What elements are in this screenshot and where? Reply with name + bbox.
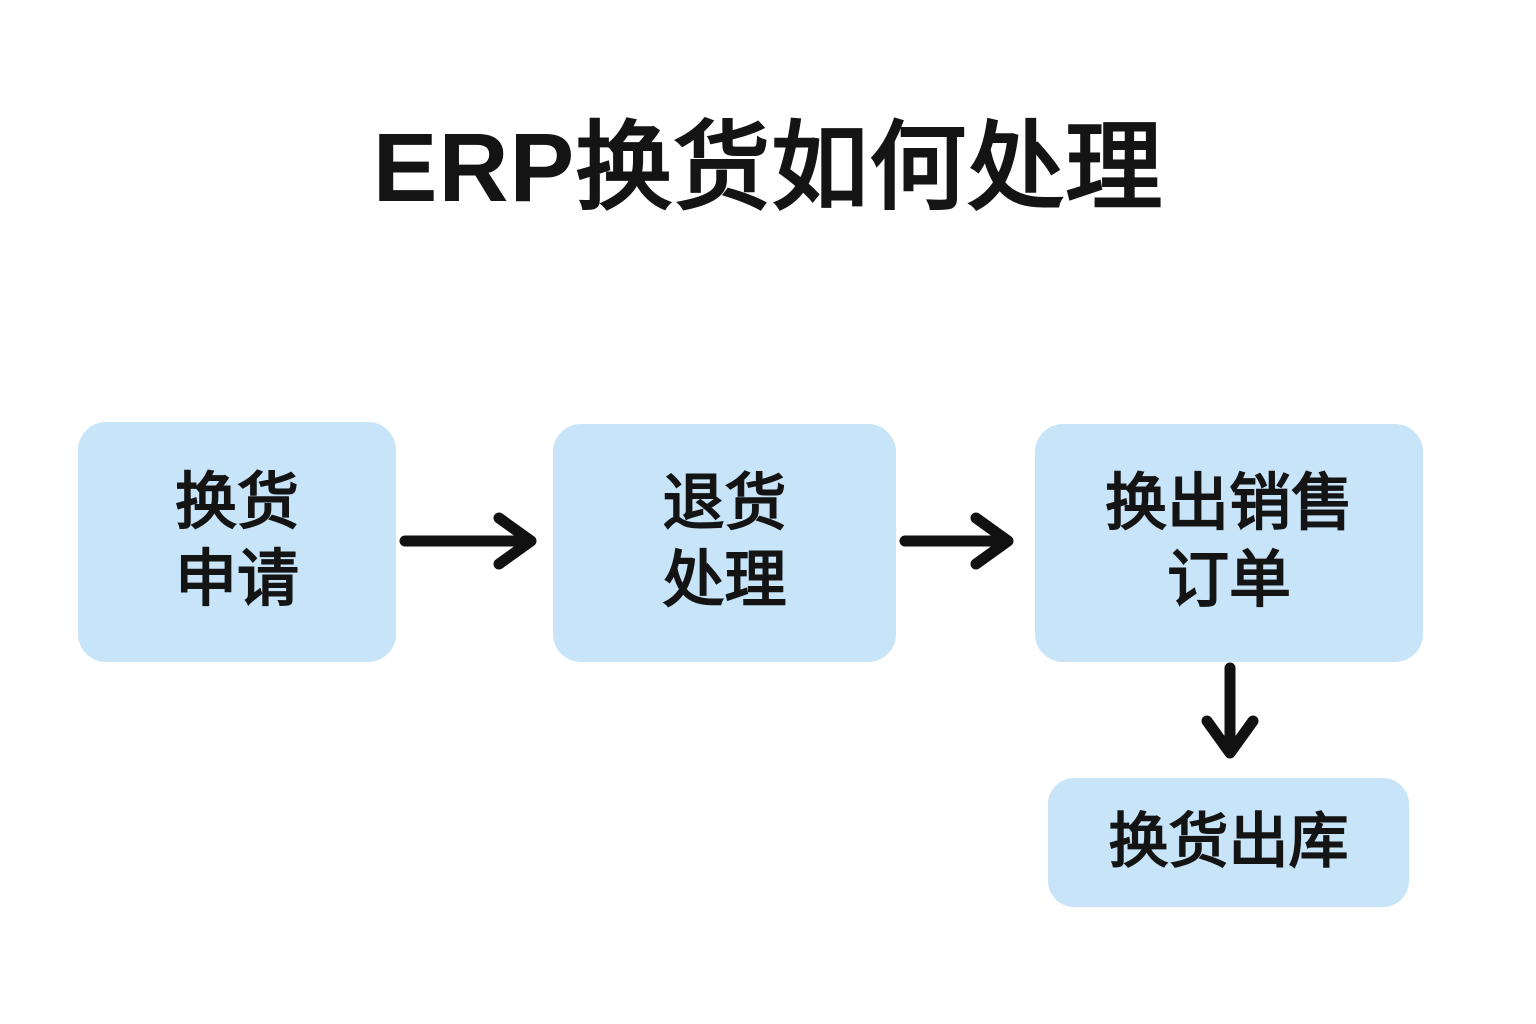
flow-node-return-processing: 退货 处理 [553, 424, 896, 662]
node-label-line: 退货 [662, 469, 787, 539]
node-label-line: 换货 [174, 468, 299, 538]
node-label-line: 处理 [662, 546, 787, 615]
node-label-line: 换货出库 [1108, 808, 1349, 876]
arrow-down-icon [1194, 660, 1266, 772]
flow-node-exchange-request: 换货 申请 [78, 422, 396, 662]
arrow-right-icon [398, 505, 550, 577]
node-label-line: 换出销售 [1104, 469, 1353, 539]
page-title: ERP换货如何处理 [372, 113, 1164, 222]
node-label-line: 订单 [1166, 546, 1291, 615]
node-label-line: 申请 [174, 545, 299, 614]
flow-node-exchange-outbound: 换货出库 [1048, 778, 1409, 907]
flow-node-exchange-sales-order: 换出销售 订单 [1035, 424, 1423, 662]
arrow-right-icon [899, 505, 1027, 577]
